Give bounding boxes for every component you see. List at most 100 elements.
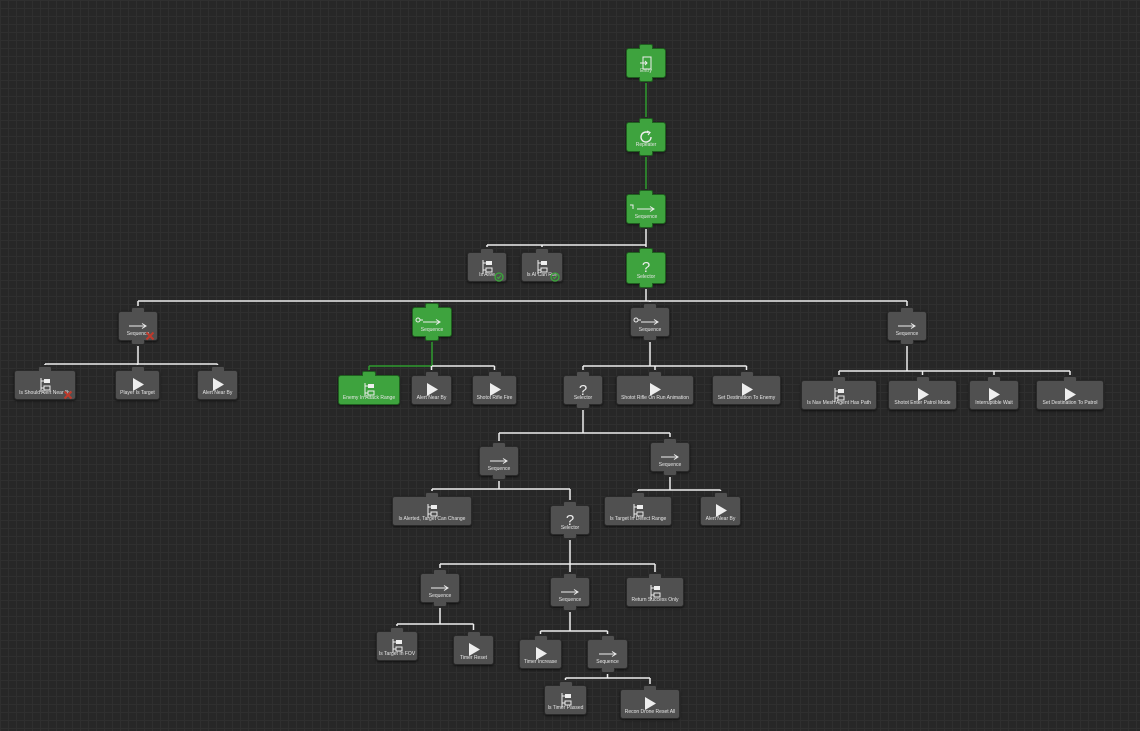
tree-node-timer-reset[interactable]: Timer Reset (453, 631, 494, 665)
node-output-port[interactable] (563, 534, 577, 539)
selector-question-icon: ? (635, 258, 657, 275)
node-input-port[interactable] (480, 248, 494, 253)
tree-node-sequence[interactable]: Sequence (630, 303, 670, 341)
tree-node-selector[interactable]: ?Selector (550, 501, 590, 539)
tree-node-set-destination-to-enemy[interactable]: Set Destination To Enemy (712, 371, 781, 405)
node-input-port[interactable] (38, 366, 52, 371)
node-input-port[interactable] (639, 118, 653, 123)
node-input-port[interactable] (131, 307, 145, 312)
node-output-port[interactable] (639, 151, 653, 156)
tree-node-is-alive[interactable]: Is Alive (467, 248, 507, 282)
node-input-port[interactable] (900, 307, 914, 312)
tree-node-player-is-target[interactable]: Player Is Target (115, 366, 160, 400)
node-output-port[interactable] (639, 223, 653, 228)
node-input-port[interactable] (487, 371, 502, 376)
node-input-port[interactable] (832, 376, 846, 381)
failure-x-icon (63, 387, 73, 400)
tree-node-enemy-in-attack-range[interactable]: Enemy In Attack Range (338, 371, 400, 405)
node-output-port[interactable] (663, 471, 677, 476)
node-input-port[interactable] (643, 303, 657, 308)
tree-node-sequence[interactable]: Sequence (479, 442, 519, 480)
node-input-port[interactable] (390, 627, 404, 632)
node-output-port[interactable] (639, 283, 653, 288)
tree-node-sequence[interactable]: Sequence (412, 303, 452, 341)
tree-node-recon-drone-reset-all[interactable]: Recon Drone Reset All (620, 685, 680, 719)
tree-node-is-target-in-detect-range[interactable]: Is Target In Detect Range (604, 492, 672, 526)
node-output-port[interactable] (643, 336, 657, 341)
tree-node-alert-near-by[interactable]: Alert Near By (700, 492, 741, 526)
node-input-port[interactable] (639, 248, 653, 253)
node-label: Is Target In FOV (378, 651, 416, 657)
node-input-port[interactable] (639, 44, 653, 49)
tree-node-set-destination-to-patrol[interactable]: Set Destination To Patrol (1036, 376, 1104, 410)
tree-node-timer-increase[interactable]: Timer Increase (519, 635, 562, 669)
tree-node-is-ai-can-run[interactable]: Is AI Can Run (521, 248, 563, 282)
sequence-arrow-icon (127, 317, 149, 334)
node-output-port[interactable] (639, 77, 653, 82)
node-input-port[interactable] (663, 438, 677, 443)
node-label: Shotot Rifle On Run Animation (621, 395, 689, 401)
tree-node-interruptible-wait[interactable]: Interruptible Wait (969, 376, 1019, 410)
tree-node-sequence[interactable]: Sequence (118, 307, 158, 345)
node-output-port[interactable] (131, 340, 145, 345)
node-input-port[interactable] (1063, 376, 1077, 381)
tree-node-sequence[interactable]: Sequence (550, 573, 590, 611)
node-input-port[interactable] (639, 190, 653, 195)
node-input-port[interactable] (424, 371, 439, 376)
node-input-port[interactable] (210, 366, 225, 371)
tree-node-selector[interactable]: ?Selector (563, 371, 603, 409)
tree-node-is-timer-passed[interactable]: Is Timer Passed (544, 681, 587, 715)
node-input-port[interactable] (362, 371, 376, 376)
tree-node-sequence[interactable]: Sequence (887, 307, 927, 345)
node-input-port[interactable] (713, 492, 728, 497)
node-label: Selector (573, 395, 593, 401)
node-input-port[interactable] (533, 635, 548, 640)
node-input-port[interactable] (433, 569, 447, 574)
node-input-port[interactable] (492, 442, 506, 447)
tree-node-is-target-in-fov[interactable]: Is Target In FOV (376, 627, 418, 661)
node-input-port[interactable] (987, 376, 1001, 381)
node-output-port[interactable] (425, 336, 439, 341)
node-input-port[interactable] (425, 492, 439, 497)
tree-node-is-should-alert-near-by[interactable]: Is Should Alert Near By (14, 366, 76, 400)
node-input-port[interactable] (563, 573, 577, 578)
tree-node-sequence[interactable]: Sequence (650, 438, 690, 476)
node-output-port[interactable] (433, 602, 447, 607)
node-output-port[interactable] (563, 606, 577, 611)
tree-node-shotot-enter-patrol-mode[interactable]: Shotot Enter Patrol Mode (888, 376, 957, 410)
tree-node-alert-near-by[interactable]: Alert Near By (411, 371, 452, 405)
action-play-icon (1059, 386, 1081, 403)
tree-node-sequence[interactable]: Sequence (626, 190, 666, 228)
tree-node-is-nav-mesh-agent-has-path[interactable]: Is Nav Mesh Agent Has Path (801, 376, 877, 410)
node-input-port[interactable] (915, 376, 930, 381)
node-input-port[interactable] (425, 303, 439, 308)
node-input-port[interactable] (648, 573, 662, 578)
node-input-port[interactable] (130, 366, 145, 371)
node-input-port[interactable] (558, 681, 573, 686)
node-input-port[interactable] (648, 371, 662, 376)
tree-node-repeater[interactable]: Repeater (626, 118, 666, 156)
tree-node-shotot-rifle-on-run-animation[interactable]: Shotot Rifle On Run Animation (616, 371, 694, 405)
node-output-port[interactable] (492, 475, 506, 480)
node-input-port[interactable] (643, 685, 657, 690)
tree-node-alert-near-by[interactable]: Alert Near By (197, 366, 238, 400)
node-input-port[interactable] (739, 371, 754, 376)
tree-node-return-success-only[interactable]: Return Success Only (626, 573, 684, 607)
node-input-port[interactable] (631, 492, 645, 497)
tree-node-entry[interactable]: Entry (626, 44, 666, 82)
tree-node-selector[interactable]: ?Selector (626, 248, 666, 288)
node-input-port[interactable] (466, 631, 481, 636)
node-input-port[interactable] (535, 248, 549, 253)
tree-node-shotot-rifle-fire[interactable]: Shotot Rifle Fire (472, 371, 517, 405)
node-input-port[interactable] (576, 371, 590, 376)
node-output-port[interactable] (900, 340, 914, 345)
node-label: Sequence (126, 331, 150, 337)
tree-node-sequence[interactable]: Sequence (420, 569, 460, 607)
node-input-port[interactable] (563, 501, 577, 506)
tree-node-is-alerted-target-can-change[interactable]: Is Alerted, Target Can Change (392, 492, 472, 526)
node-output-port[interactable] (576, 404, 590, 409)
node-output-port[interactable] (600, 668, 615, 673)
node-input-port[interactable] (600, 635, 615, 640)
tree-node-sequence[interactable]: Sequence (587, 635, 628, 673)
